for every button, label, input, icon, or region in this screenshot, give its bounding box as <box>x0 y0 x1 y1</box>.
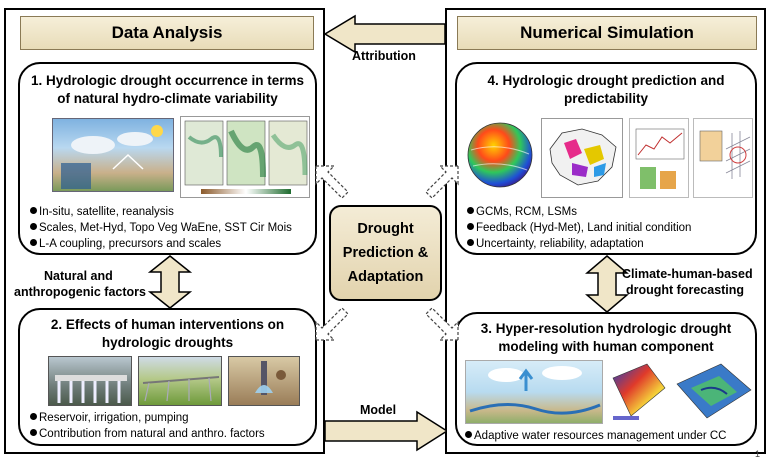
panel2-title-line2: hydrologic droughts <box>101 335 234 350</box>
panel1-title-line1: 1. Hydrologic drought occurrence in term… <box>30 73 305 88</box>
panel-prediction-predictability: 4. Hydrologic drought prediction and pre… <box>455 62 757 255</box>
panel3-title-line1: 3. Hyper-resolution hydrologic drought <box>480 321 732 336</box>
forecasting-label-line2: drought forecasting <box>626 283 745 297</box>
forecasting-label-line1: Climate-human-based <box>622 267 753 281</box>
natural-factors-label-line1: Natural and <box>44 269 113 283</box>
panel4-title-line2: predictability <box>563 91 649 106</box>
panel-hyper-resolution: 3. Hyper-resolution hydrologic drought m… <box>455 312 757 446</box>
dashed-arrow-lower-right <box>425 307 459 341</box>
irrigation-photo <box>138 356 222 406</box>
precipitation-charts <box>629 118 689 198</box>
globe-image <box>465 120 535 190</box>
hydro-climate-illustration <box>52 118 174 192</box>
data-analysis-header: Data Analysis <box>20 16 314 50</box>
terrain-map-2 <box>671 354 755 426</box>
attribution-label: Attribution <box>352 49 416 63</box>
attribution-arrow <box>325 14 445 54</box>
terrain-map-1 <box>607 358 669 424</box>
model-arrow <box>325 410 447 452</box>
left-vertical-double-arrow <box>148 255 192 309</box>
panel4-bullet-3: Uncertainty, reliability, adaptation <box>467 236 644 252</box>
center-line-3: Adaptation <box>347 269 424 285</box>
panel-human-interventions: 2. Effects of human interventions on hyd… <box>18 308 317 446</box>
panel1-bullet-1: In-situ, satellite, reanalysis <box>30 204 174 220</box>
water-cycle-illustration <box>465 360 603 424</box>
drought-prediction-adaptation-box: Drought Prediction & Adaptation <box>329 205 442 301</box>
reservoir-photo <box>48 356 132 406</box>
dashed-arrow-upper-left <box>315 165 349 199</box>
panel2-title-line1: 2. Effects of human interventions on <box>50 317 285 332</box>
panel2-bullet-1: Reservoir, irrigation, pumping <box>30 410 189 426</box>
panel1-title-line2: of natural hydro-climate variability <box>57 91 278 106</box>
numerical-simulation-header: Numerical Simulation <box>457 16 757 50</box>
model-label: Model <box>360 403 397 417</box>
pumping-photo <box>228 356 300 406</box>
panel2-bullet-2: Contribution from natural and anthro. fa… <box>30 426 265 442</box>
right-vertical-double-arrow <box>585 255 629 313</box>
center-line-2: Prediction & <box>342 245 429 261</box>
panel4-bullet-2: Feedback (Hyd-Met), Land initial conditi… <box>467 220 691 236</box>
dashed-arrow-lower-left <box>315 307 349 341</box>
panel3-bullet-1: Adaptive water resources management unde… <box>465 428 727 444</box>
panel-natural-variability: 1. Hydrologic drought occurrence in term… <box>18 62 317 255</box>
soil-moisture-maps <box>180 116 310 198</box>
panel1-bullet-2: Scales, Met-Hyd, Topo Veg WaEne, SST Cir… <box>30 220 292 236</box>
dashed-arrow-upper-right <box>425 165 459 199</box>
model-grid-diagram <box>693 118 753 198</box>
center-line-1: Drought <box>357 221 414 237</box>
page-number: 1 <box>755 449 761 459</box>
panel4-title-line1: 4. Hydrologic drought prediction and <box>487 73 725 88</box>
natural-factors-label-line2: anthropogenic factors <box>14 285 146 299</box>
panel1-bullet-3: L-A coupling, precursors and scales <box>30 236 221 252</box>
panel3-title-line2: modeling with human component <box>498 339 714 354</box>
panel4-bullet-1: GCMs, RCM, LSMs <box>467 204 577 220</box>
china-drought-map <box>541 118 623 198</box>
